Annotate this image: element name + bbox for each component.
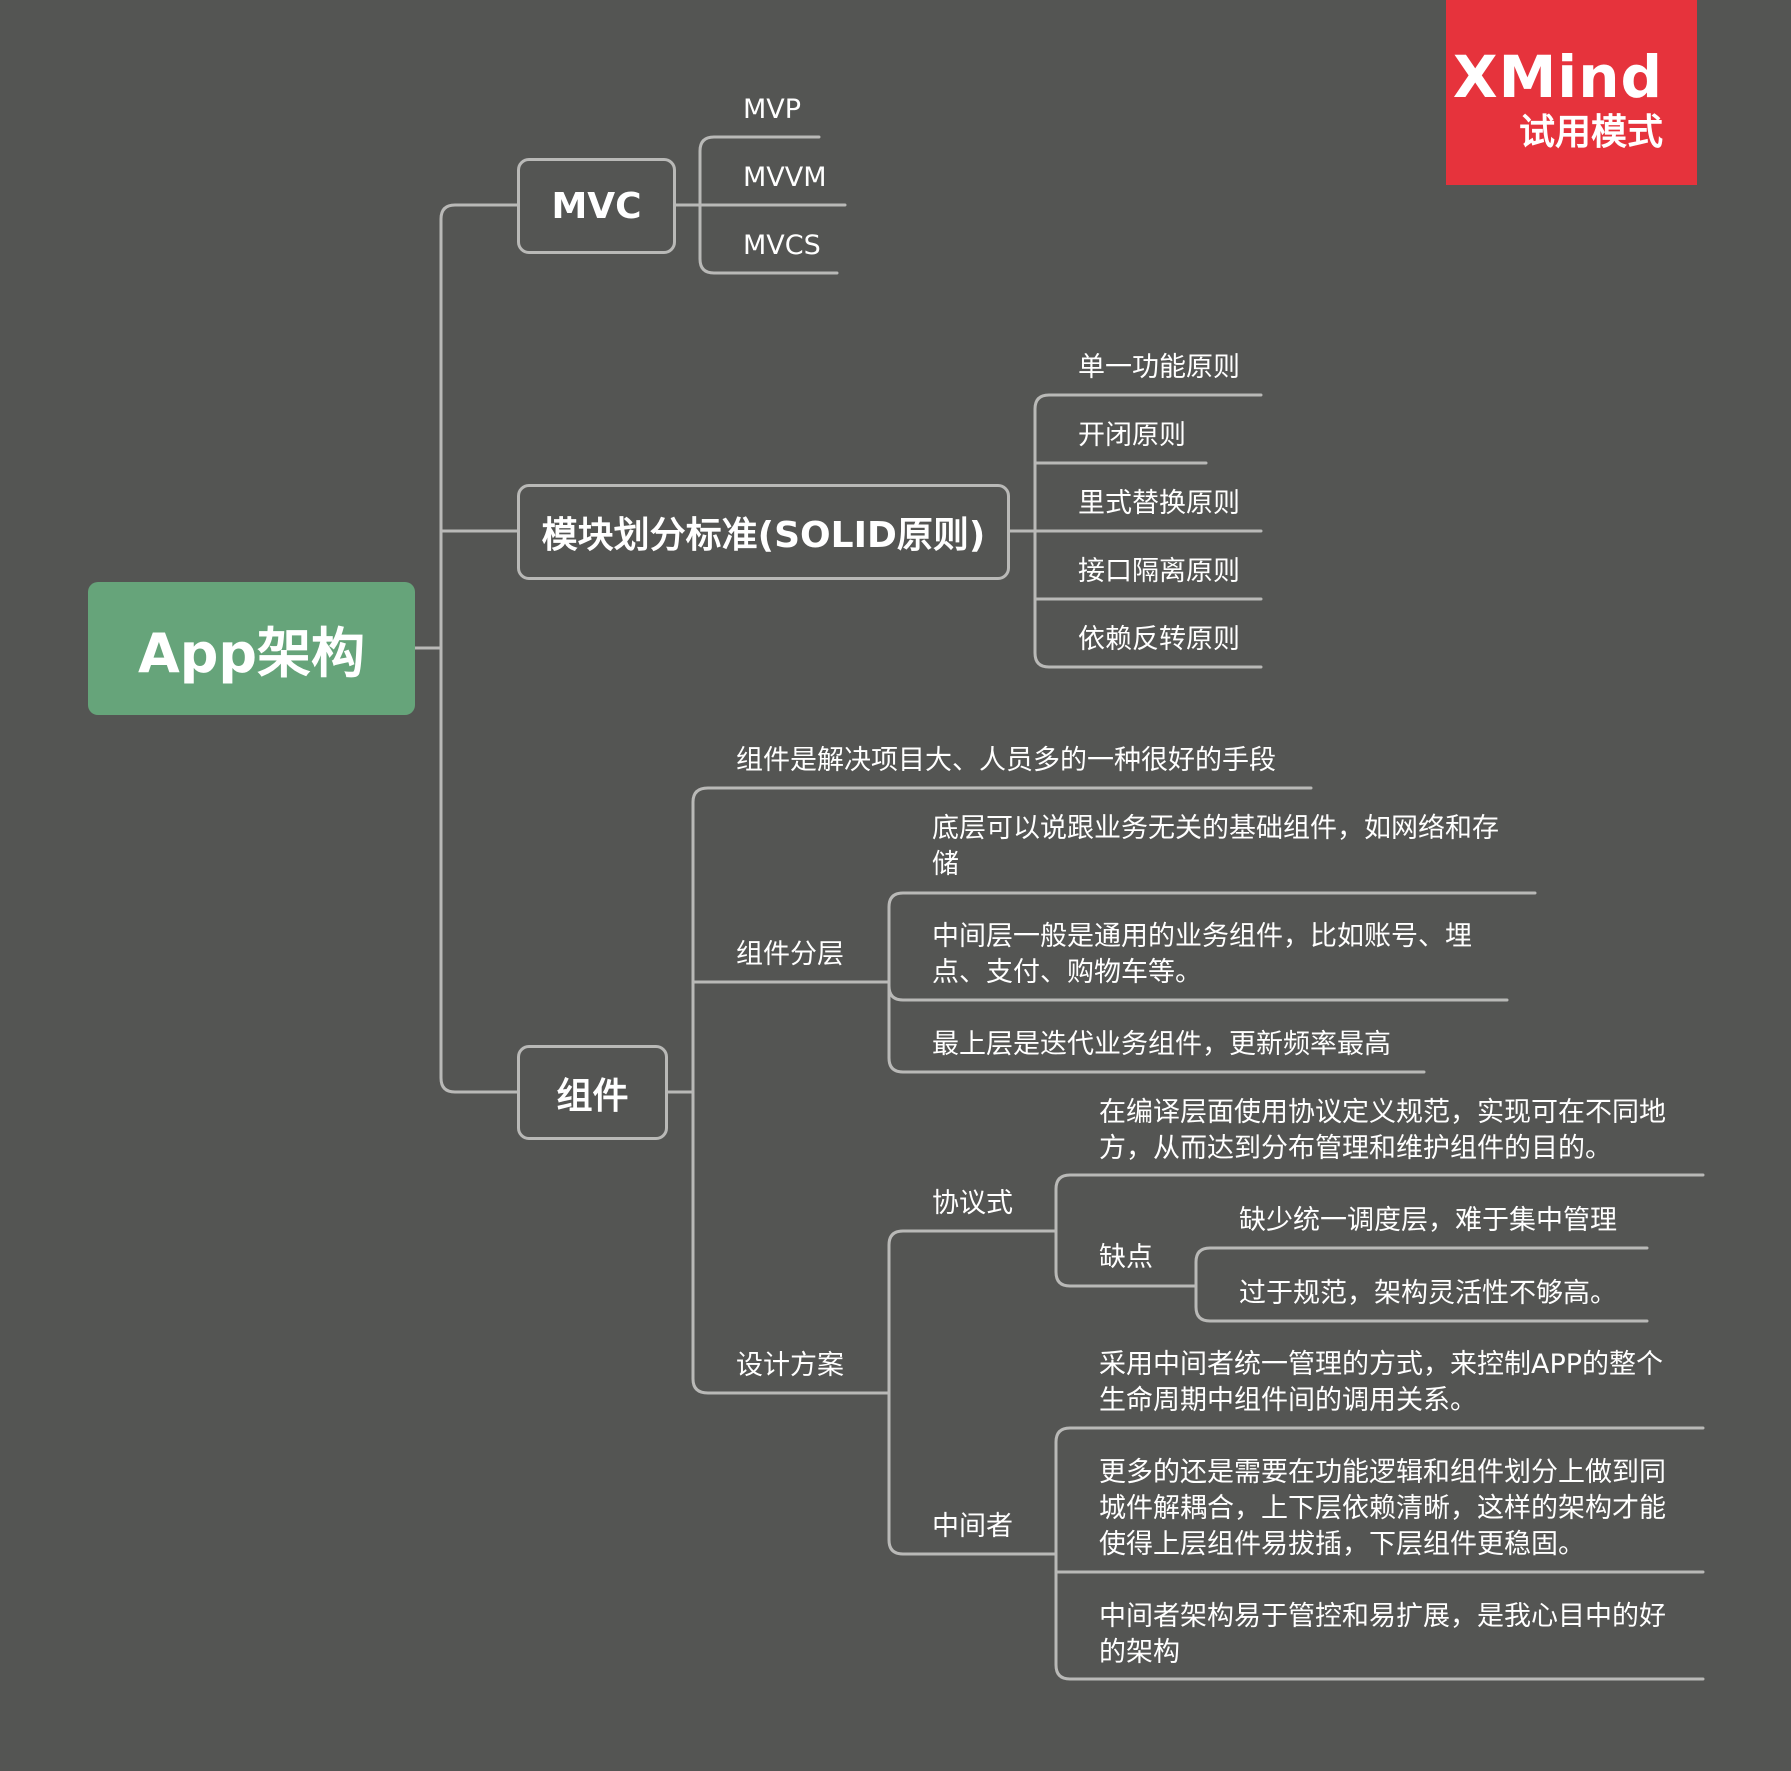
mediator-point-3[interactable]: 中间者架构易于管控和易扩展，是我心目中的好 的架构	[1099, 1601, 1666, 1668]
subtopic-interface-segregation[interactable]: 接口隔离原则	[1078, 556, 1240, 587]
subtopic-single-responsibility[interactable]: 单一功能原则	[1078, 352, 1240, 383]
subtopic-liskov[interactable]: 里式替换原则	[1078, 488, 1240, 519]
subtopic-mvp[interactable]: MVP	[743, 94, 802, 125]
layer-top[interactable]: 最上层是迭代业务组件，更新频率最高	[932, 1029, 1391, 1060]
con-no-scheduler[interactable]: 缺少统一调度层，难于集中管理	[1239, 1205, 1617, 1236]
topic-protocol-cons[interactable]: 缺点	[1099, 1242, 1153, 1273]
subtopic-mvcs[interactable]: MVCS	[743, 230, 821, 261]
root-topic[interactable]: App架构	[88, 582, 415, 715]
subtopic-dependency-inversion[interactable]: 依赖反转原则	[1078, 624, 1240, 655]
con-too-rigid[interactable]: 过于规范，架构灵活性不够高。	[1239, 1278, 1617, 1309]
layer-bottom[interactable]: 底层可以说跟业务无关的基础组件，如网络和存 储	[932, 813, 1499, 880]
layer-middle[interactable]: 中间层一般是通用的业务组件，比如账号、埋 点、支付、购物车等。	[932, 921, 1472, 988]
xmind-trial-watermark: XMind 试用模式	[1446, 0, 1697, 185]
mediator-point-1[interactable]: 采用中间者统一管理的方式，来控制APP的整个 生命周期中组件间的调用关系。	[1099, 1349, 1664, 1416]
subtopic-mvvm[interactable]: MVVM	[743, 162, 827, 193]
topic-design-scheme[interactable]: 设计方案	[736, 1350, 844, 1381]
watermark-brand: XMind	[1452, 43, 1663, 111]
component-summary[interactable]: 组件是解决项目大、人员多的一种很好的手段	[736, 745, 1276, 776]
topic-component-layers[interactable]: 组件分层	[736, 939, 844, 970]
subtopic-open-closed[interactable]: 开闭原则	[1078, 420, 1186, 451]
topic-component[interactable]: 组件	[517, 1045, 668, 1140]
mediator-point-2[interactable]: 更多的还是需要在功能逻辑和组件划分上做到同 城件解耦合，上下层依赖清晰，这样的架…	[1099, 1457, 1666, 1560]
watermark-mode: 试用模式	[1518, 112, 1663, 153]
topic-mediator[interactable]: 中间者	[932, 1511, 1013, 1542]
topic-solid[interactable]: 模块划分标准(SOLID原则)	[517, 484, 1010, 580]
protocol-description[interactable]: 在编译层面使用协议定义规范，实现可在不同地 方，从而达到分布管理和维护组件的目的…	[1099, 1097, 1666, 1164]
topic-protocol[interactable]: 协议式	[932, 1188, 1013, 1219]
topic-mvc[interactable]: MVC	[517, 158, 676, 254]
